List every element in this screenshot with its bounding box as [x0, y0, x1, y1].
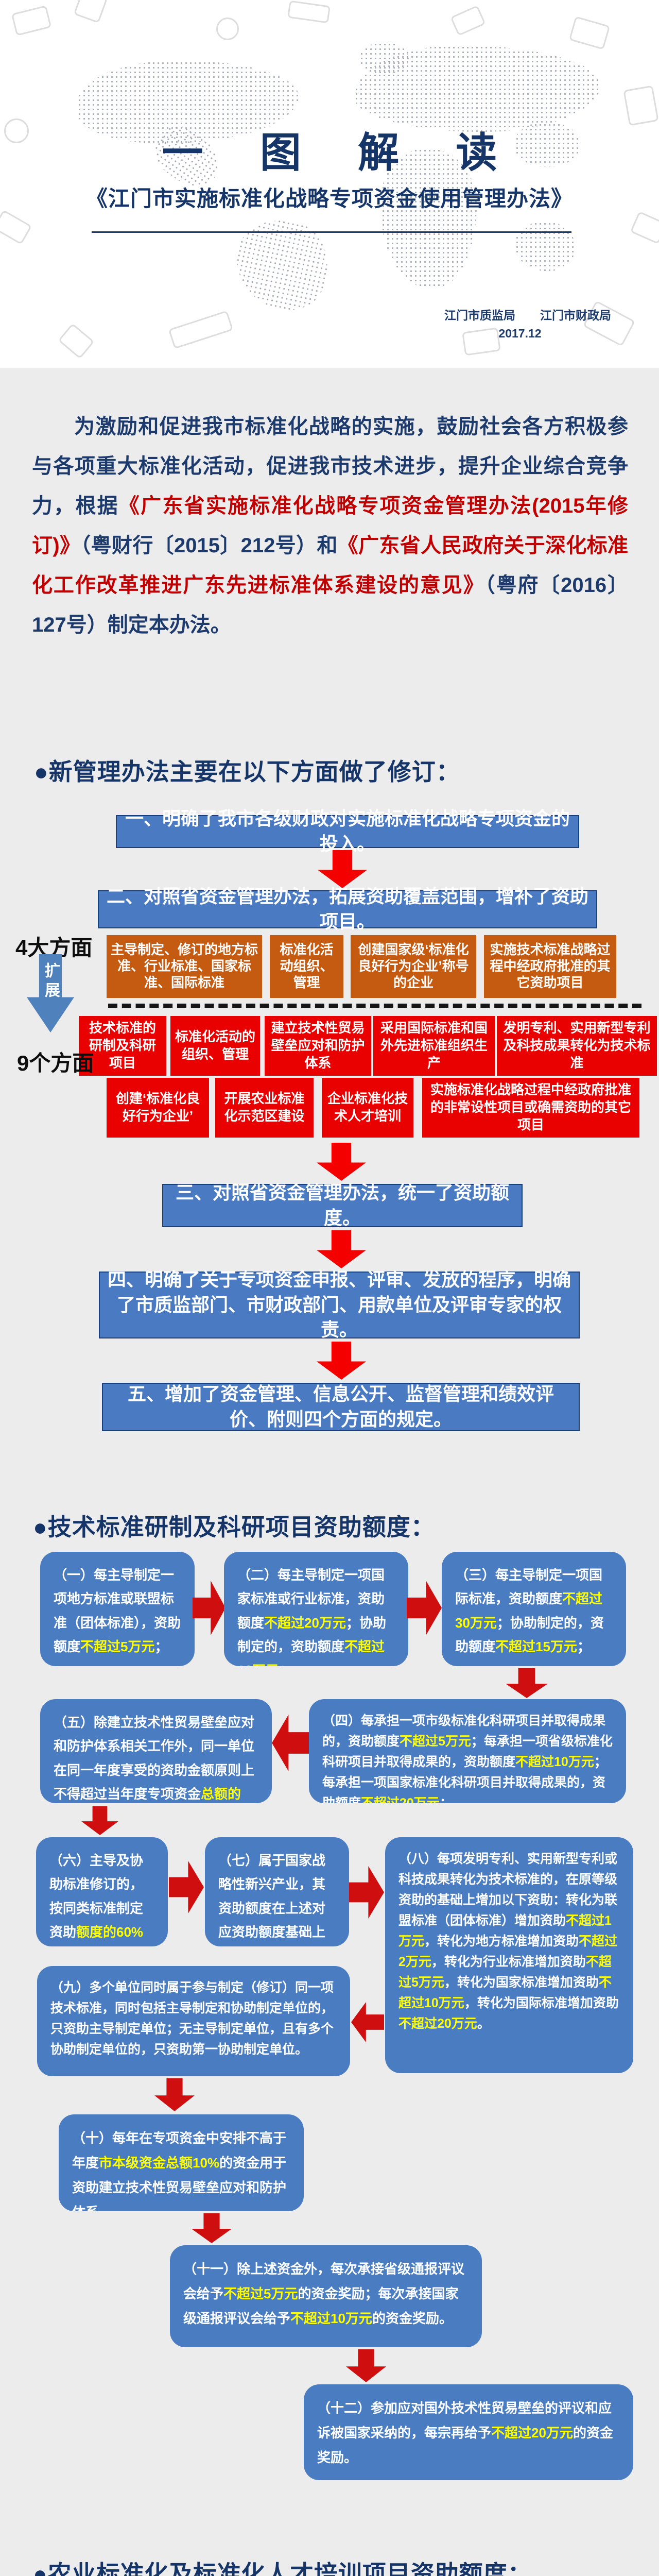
- flow-arrow-down-icon: [317, 1230, 366, 1268]
- funding-item-1: （一）每主导制定一项地方标准或联盟标准（团体标准），资助额度不超过5万元；: [40, 1552, 195, 1666]
- funding-item-7: （七）属于国家战略性新兴产业，其资助额度在上述对应资助额度基础上再增加50%。: [205, 1837, 349, 1946]
- profile-outline-icon: [58, 323, 95, 359]
- flow-arrow-down-icon: [506, 1668, 548, 1698]
- title-divider: [92, 231, 571, 233]
- flow-arrow-down-icon: [346, 2349, 386, 2382]
- profile-outline-icon: [11, 5, 52, 36]
- revision-step-4: 四、明确了关于专项资金申报、评审、发放的程序，明确了市质监部门、市财政部门、用款…: [99, 1269, 580, 1340]
- funding-item-11: （十一）除上述资金外，每次承接省级通报评议会给予不超过5万元的资金奖励；每次承接…: [170, 2245, 482, 2347]
- profile-outline-icon: [287, 0, 331, 24]
- funding-heading: ●技术标准研制及科研项目资助额度：: [33, 1514, 435, 1540]
- profile-outline-icon: [0, 209, 32, 245]
- profile-outline-icon: [216, 18, 239, 40]
- red-box-organization: 标准化活动的组织、管理: [170, 1016, 260, 1076]
- red-box-good-conduct-enterprise: 创建‘标准化良好行为企业’: [107, 1078, 209, 1138]
- funding-item-10: （十）每年在专项资金中安排不高于年度市本级资金总额10%的资金用于资助建立技术性…: [59, 2114, 304, 2211]
- orange-box-activities: 标准化活动组织、管理: [270, 935, 343, 998]
- funding-item-9: （九）多个单位同时属于参与制定（修订）同一项技术标准，同时包括主导制定和协助制定…: [37, 1966, 350, 2076]
- red-box-agri-demo-zone: 开展农业标准化示范区建设: [215, 1078, 314, 1138]
- funding-item-2: （二）每主导制定一项国家标准或行业标准，资助额度不超过20万元；协助制定的，资助…: [224, 1552, 408, 1666]
- flow-arrow-right-icon: [193, 1581, 226, 1635]
- expand-label: 扩展: [42, 962, 59, 1002]
- orange-box-good-conduct: 创建国家级‘标准化良好行为企业’称号的企业: [351, 935, 476, 998]
- red-box-intl-standards: 采用国际标准和国外先进标准组织生产: [373, 1016, 495, 1076]
- world-map-dots-eurasia: [354, 45, 600, 132]
- world-map-dots-africa: [381, 148, 477, 289]
- flow-arrow-right-icon: [407, 1581, 442, 1635]
- header-banner: 一 图 解 读 《江门市实施标准化战略专项资金使用管理办法》 江门市质监局 江门…: [0, 0, 659, 368]
- funding-item-6: （六）主导及协助标准修订的，按同类标准制定资助额度的60%予以资助。: [36, 1837, 168, 1946]
- issuing-agencies: 江门市质监局 江门市财政局: [427, 306, 628, 323]
- agri-heading: ●农业标准化及标准化人才培训项目资助额度：: [33, 2561, 532, 2576]
- page-title: 一 图 解 读: [162, 130, 520, 176]
- flow-arrow-down-icon: [81, 1806, 118, 1835]
- funding-item-4: （四）每承担一项市级标准化科研项目并取得成果的，资助额度不超过5万元；每承担一项…: [309, 1699, 626, 1803]
- agency-quality-bureau: 江门市质监局: [444, 309, 515, 322]
- revision-step-2: 二、对照省资金管理办法，拓展资助覆盖范围，增补了资助项目。: [98, 886, 597, 932]
- profile-outline-icon: [168, 310, 234, 349]
- red-box-trade-barrier: 建立技术性贸易壁垒应对和防护体系: [265, 1016, 371, 1076]
- funding-item-3: （三）每主导制定一项国际标准，资助额度不超过30万元；协助制定的，资助额度不超过…: [442, 1552, 626, 1666]
- flow-arrow-down-icon: [192, 2213, 232, 2243]
- profile-outline-icon: [568, 16, 611, 50]
- flow-arrow-down-icon: [154, 2078, 195, 2111]
- flow-arrow-down-icon: [317, 1143, 366, 1181]
- agency-finance-bureau: 江门市财政局: [540, 309, 611, 322]
- profile-outline-icon: [73, 0, 108, 24]
- world-map-dots-australia: [515, 222, 575, 271]
- flow-arrow-left-icon: [351, 2002, 384, 2042]
- red-box-patents: 发明专利、实用新型专利及科技成果转化为技术标准: [497, 1016, 657, 1076]
- red-box-nonpermanent-projects: 实施标准化战略过程中经政府批准的非常设性项目或确需资助的其它项目: [422, 1078, 639, 1138]
- funding-item-5: （五）除建立技术性贸易壁垒应对和防护体系相关工作外，同一单位在同一年度享受的资助…: [40, 1699, 272, 1803]
- orange-box-standards: 主导制定、修订的地方标准、行业标准、国家标准、国际标准: [107, 935, 262, 998]
- revision-heading: ●新管理办法主要在以下方面做了修订：: [34, 758, 460, 785]
- world-map-dots-south-america: [228, 212, 336, 317]
- red-box-research: 技术标准的研制及科研项目: [79, 1016, 166, 1076]
- world-map-dots-southeast-asia: [515, 123, 579, 166]
- revision-step-3: 三、对照省资金管理办法，统一了资助额度。: [162, 1182, 523, 1228]
- profile-outline-icon: [450, 5, 486, 37]
- orange-box-other-projects: 实施技术标准战略过程中经政府批准的其它资助项目: [484, 935, 616, 998]
- flow-arrow-left-icon: [272, 1715, 309, 1771]
- revision-step-1: 一、明确了我市各级财政对实施标准化战略专项资金的投入。: [116, 808, 579, 854]
- flow-arrow-right-icon: [169, 1861, 204, 1913]
- profile-outline-icon: [4, 118, 29, 143]
- dashed-divider: [108, 1004, 641, 1008]
- funding-item-12: （十二）参加应对国外技术性贸易壁垒的评议和应诉被国家采纳的，每宗再给予不超过20…: [304, 2384, 633, 2480]
- profile-outline-icon: [630, 211, 659, 245]
- nine-aspects-label: 9个方面: [17, 1051, 94, 1075]
- funding-item-8: （八）每项发明专利、实用新型专利或科技成果转化为技术标准的，在原等级资助的基础上…: [385, 1837, 633, 2073]
- flow-arrow-down-icon: [317, 1342, 366, 1380]
- revision-step-5: 五、增加了资金管理、信息公开、监督管理和绩效评价、附则四个方面的规定。: [102, 1383, 580, 1431]
- flow-arrow-right-icon: [349, 1866, 384, 1919]
- red-box-talent-training: 企业标准化技术人才培训: [322, 1078, 413, 1138]
- publish-date: 2017.12: [498, 327, 542, 340]
- intro-paragraph: 为激励和促进我市标准化战略的实施，鼓励社会各方积极参与各项重大标准化活动，促进我…: [32, 415, 629, 636]
- page-subtitle: 《江门市实施标准化战略专项资金使用管理办法》: [85, 187, 573, 211]
